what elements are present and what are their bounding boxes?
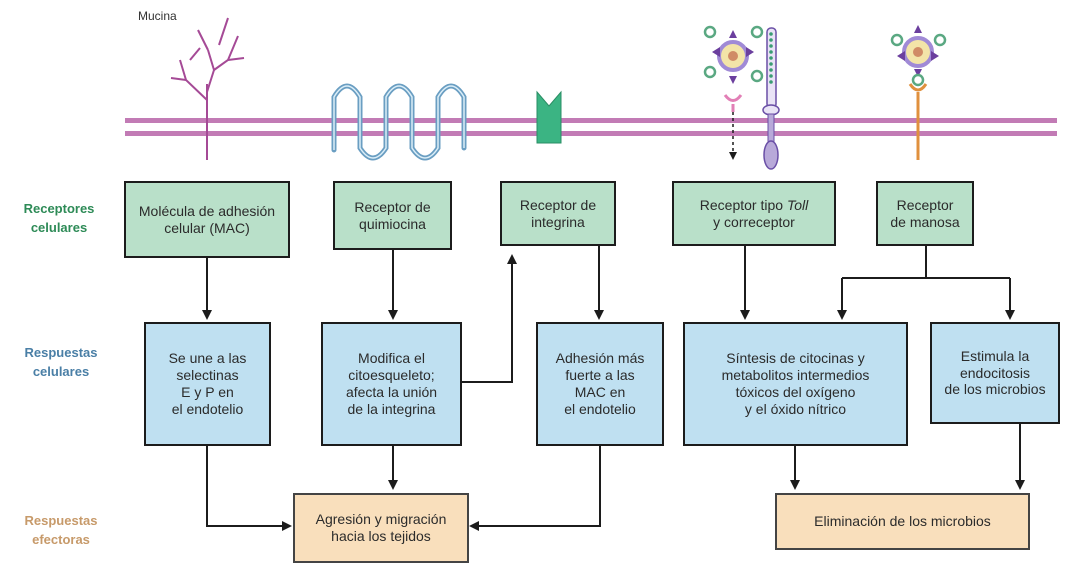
response-box-adhesion: Adhesión más fuerte a las MAC en el endo… <box>536 322 664 446</box>
receptor-box-chemokine: Receptor de quimiocina <box>333 181 452 250</box>
integrin-icon <box>536 90 562 144</box>
receptor-box-mac: Molécula de adhesión celular (MAC) <box>124 181 290 258</box>
toll-receptor-icon <box>723 94 743 160</box>
row-label-respuestas-celulares: Respuestas celulares <box>24 345 98 379</box>
receptor-toll-suffix: y correceptor <box>713 213 795 230</box>
mannose-receptor-icon <box>908 73 928 160</box>
receptor-toll-italic: Toll <box>786 196 809 213</box>
mucina-label: Mucina <box>138 9 177 23</box>
receptor-box-toll: Receptor tipo Toll y correceptor <box>672 181 836 246</box>
mannose-ligand-cluster-icon <box>890 25 947 77</box>
row-label-respuestas-efectoras: Respuestas efectoras <box>24 513 98 547</box>
receptor-box-mannose: Receptor de manosa <box>876 181 974 246</box>
row-label-receptores: Receptores celulares <box>23 201 95 235</box>
response-box-selectins: Se une a las selectinas E y P en el endo… <box>144 322 271 446</box>
toll-ligand-cluster-icon <box>703 25 764 84</box>
cell-membrane <box>125 118 1057 136</box>
receptor-box-integrin: Receptor de integrina <box>500 181 616 246</box>
flow-arrows <box>202 246 1025 531</box>
response-box-endocytosis: Estimula la endocitosis de los microbios <box>930 322 1060 424</box>
effector-box-migration: Agresión y migración hacia los tejidos <box>293 493 469 563</box>
receptor-toll-prefix: Receptor tipo <box>699 196 787 213</box>
mucina-molecule-icon <box>170 17 245 160</box>
response-box-cytokines: Síntesis de citocinas y metabolitos inte… <box>683 322 908 446</box>
effector-box-elimination: Eliminación de los microbios <box>775 493 1030 550</box>
response-box-cytoskeleton: Modifica el citoesqueleto; afecta la uni… <box>321 322 462 446</box>
toll-coreceptor-icon <box>762 27 780 170</box>
